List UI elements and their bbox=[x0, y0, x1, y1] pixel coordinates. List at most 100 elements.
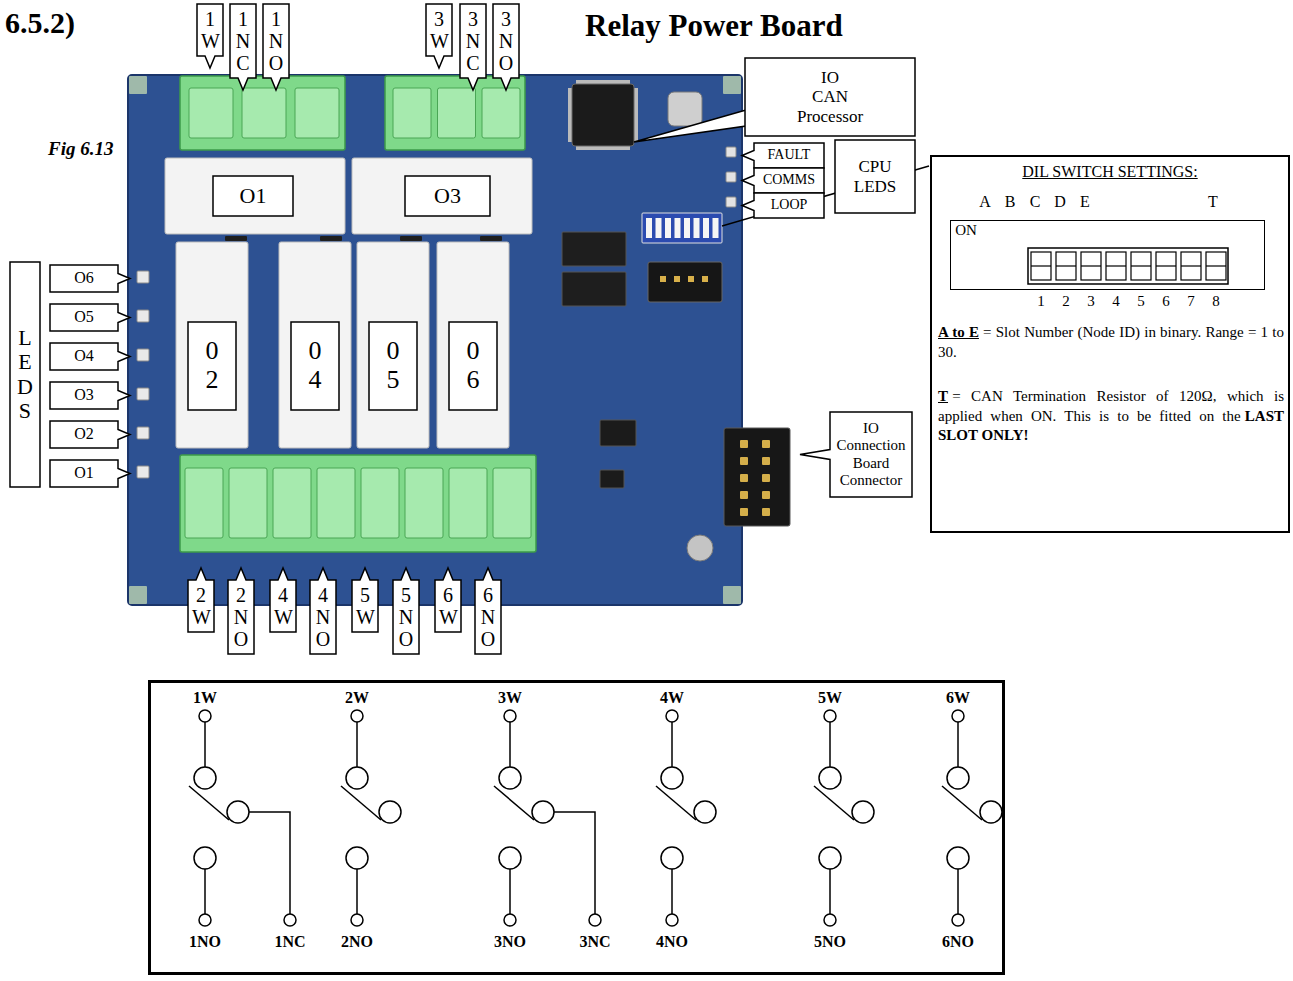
terminal-name: 5NO bbox=[800, 933, 860, 951]
switch-letter: E bbox=[1074, 193, 1096, 211]
callout-border bbox=[352, 568, 378, 632]
chip-pins bbox=[634, 88, 638, 142]
callout-text: 5NO bbox=[397, 584, 415, 650]
terminal-circle bbox=[199, 914, 211, 926]
dip-switch-lever bbox=[1181, 252, 1201, 280]
processor-callout: IO CAN Processor bbox=[745, 58, 915, 136]
callout-text: O3 bbox=[74, 386, 94, 404]
contact-wire bbox=[829, 869, 831, 914]
status-led-callout: FAULT bbox=[742, 143, 824, 168]
page-title: Relay Power Board bbox=[585, 8, 843, 44]
terminal-circle bbox=[351, 710, 363, 722]
contact-wire bbox=[249, 812, 290, 914]
terminal-circle bbox=[351, 914, 363, 926]
callout-content: 1W bbox=[197, 4, 223, 56]
mounting-hole bbox=[723, 586, 741, 604]
callout-border bbox=[393, 568, 419, 654]
dip-switch-divider bbox=[1031, 265, 1051, 266]
header-pin bbox=[702, 276, 708, 282]
switch-on-label: ON bbox=[952, 222, 980, 239]
led bbox=[137, 310, 149, 322]
dip-switch-divider bbox=[1056, 265, 1076, 266]
callout-text: 3NC bbox=[464, 8, 482, 74]
callout-content: 1NC bbox=[230, 4, 256, 78]
callout-content: 4NO bbox=[310, 580, 336, 654]
callout-border bbox=[270, 568, 296, 632]
callout-text: O3 bbox=[434, 183, 461, 208]
callout-border bbox=[835, 140, 915, 213]
callout-content: 04 bbox=[291, 322, 339, 410]
callout-text: 1NC bbox=[234, 8, 252, 74]
contact-wire bbox=[671, 722, 673, 767]
contact-wire bbox=[671, 869, 673, 914]
switch-number: 2 bbox=[1056, 293, 1076, 310]
switch-lever bbox=[694, 218, 700, 238]
callout-content: O4 bbox=[50, 343, 118, 370]
led-callout: O5 bbox=[50, 304, 130, 331]
relay-label: O3 bbox=[405, 176, 490, 216]
callout-border bbox=[493, 4, 519, 90]
callout-content: 6NO bbox=[475, 580, 501, 654]
callout-text: O1 bbox=[74, 464, 94, 482]
note-paragraph: A to E= Slot Number (Node ID) in binary.… bbox=[938, 323, 1284, 362]
processor-chip bbox=[572, 84, 634, 146]
diode bbox=[320, 236, 342, 241]
callout-border bbox=[50, 343, 130, 370]
dip-switch-lever bbox=[1106, 252, 1126, 280]
terminal-screw bbox=[229, 468, 267, 538]
terminal-screw bbox=[295, 88, 339, 138]
callout-border bbox=[230, 4, 256, 90]
callout-text: 06 bbox=[461, 337, 484, 394]
terminal-name: 1NC bbox=[260, 933, 320, 951]
switch-letter: B bbox=[999, 193, 1021, 211]
callout-text: COMMS bbox=[763, 172, 815, 188]
terminal-name: 2NO bbox=[327, 933, 387, 951]
contact-circle bbox=[819, 767, 841, 789]
terminal-name: 3NC bbox=[565, 933, 625, 951]
callout-text: IO Connection Board Connector bbox=[836, 420, 905, 489]
switch-letter: T bbox=[1202, 193, 1224, 211]
callout-text: 02 bbox=[200, 337, 223, 394]
switch-number: 5 bbox=[1131, 293, 1151, 310]
callout-text: FAULT bbox=[768, 147, 811, 163]
contact-circle bbox=[947, 767, 969, 789]
callout-content: 4W bbox=[270, 580, 296, 632]
switch-lever bbox=[646, 218, 652, 238]
callout-text: CPU LEDS bbox=[854, 157, 897, 196]
terminal-callout: 2W bbox=[188, 568, 214, 632]
callout-text: 1W bbox=[201, 8, 219, 52]
header-pin bbox=[688, 276, 694, 282]
callout-border bbox=[800, 412, 912, 497]
callout-border bbox=[50, 382, 130, 409]
note-paragraph: T= CAN Termination Resistor of 120Ω, whi… bbox=[938, 387, 1284, 446]
contact-circle bbox=[532, 801, 554, 823]
connector-pin bbox=[740, 457, 748, 465]
terminal-name: 6W bbox=[928, 689, 988, 707]
callout-border bbox=[742, 168, 824, 193]
terminal-circle bbox=[952, 914, 964, 926]
callout-content: CPU LEDS bbox=[835, 140, 915, 213]
terminal-name: 1NO bbox=[175, 933, 235, 951]
callout-border bbox=[475, 568, 501, 654]
connector-callout: IO Connection Board Connector bbox=[800, 412, 912, 497]
contact-wire bbox=[204, 869, 206, 914]
dip-switch-lever bbox=[1156, 252, 1176, 280]
ic bbox=[600, 420, 636, 446]
switch-lever bbox=[675, 218, 681, 238]
led bbox=[137, 271, 149, 283]
contact-circle bbox=[661, 847, 683, 869]
callout-text: O2 bbox=[74, 425, 94, 443]
capacitor bbox=[687, 535, 713, 561]
switch-lever bbox=[703, 218, 709, 238]
contact-circle bbox=[194, 767, 216, 789]
mounting-hole bbox=[723, 76, 741, 94]
callout-text: O6 bbox=[74, 269, 94, 287]
contact-circle bbox=[346, 767, 368, 789]
relay-blade bbox=[494, 786, 534, 820]
callout-content: O1 bbox=[213, 176, 293, 216]
terminal-screw bbox=[438, 88, 476, 138]
contact-circle bbox=[694, 801, 716, 823]
connector-pin bbox=[740, 474, 748, 482]
